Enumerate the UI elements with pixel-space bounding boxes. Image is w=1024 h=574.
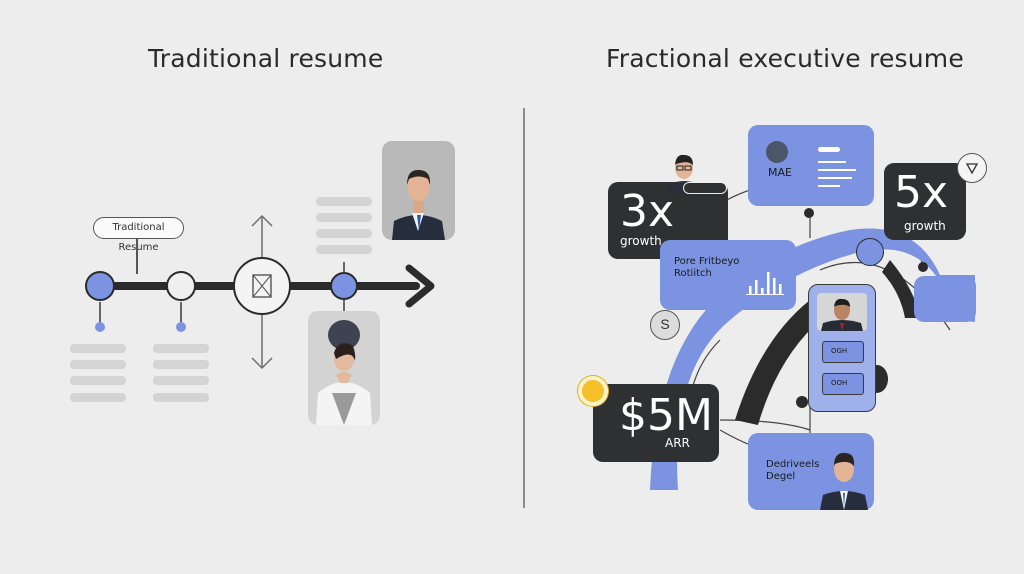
name-tag [683, 182, 727, 194]
metric-card-arr: $5M ARR [593, 384, 719, 462]
document-icon [252, 274, 272, 298]
mini-stat-label: OOH [831, 379, 848, 387]
text-line [818, 161, 846, 163]
pill-connector [136, 238, 138, 274]
portfolio-card: Pore Fritbeyo Rotiitch [660, 240, 796, 310]
person-leader-icon [821, 298, 863, 331]
text-line [818, 169, 856, 171]
node-stem-top [343, 262, 345, 272]
metric-label: growth [904, 219, 946, 233]
text-placeholder-bar [153, 376, 209, 385]
candidate-photo-woman [308, 311, 380, 425]
profile-card-label: MAE [768, 166, 792, 179]
metric-card-5x-growth: 5x growth [884, 163, 966, 240]
text-placeholder-bar [70, 393, 126, 402]
timeline-node-1 [85, 271, 115, 301]
ribbon-node [856, 238, 884, 266]
mini-stat-2: OOH [822, 373, 864, 395]
arrow-right-icon [405, 264, 435, 308]
text-line [818, 185, 840, 187]
portfolio-card-line1: Pore Fritbeyo [674, 256, 740, 267]
text-placeholder-bar [316, 229, 372, 238]
triangle-check-icon [965, 163, 979, 175]
marker-stem-2 [180, 302, 182, 322]
text-placeholder-bar [70, 360, 126, 369]
person-man-icon [392, 169, 445, 240]
timeline-marker-2 [176, 322, 186, 332]
fractional-resume-title: Fractional executive resume [606, 44, 964, 73]
connector-dot [796, 396, 808, 408]
text-placeholder-bar [153, 393, 209, 402]
traditional-resume-title: Traditional resume [148, 44, 384, 73]
text-placeholder-bar [316, 245, 372, 254]
text-placeholder-bar [153, 344, 209, 353]
node-stem-bottom [343, 300, 345, 312]
profile-card-mae: MAE [748, 125, 874, 206]
metric-label: growth [620, 234, 662, 248]
ribbon-end [914, 276, 976, 322]
portfolio-card-line2: Rotiitch [674, 268, 712, 279]
executive-photo-man [382, 141, 455, 240]
marker-stem-1 [99, 302, 101, 322]
connector-dot [804, 208, 814, 218]
mini-stat-label: OGH [831, 347, 848, 355]
metric-label: ARR [665, 436, 690, 450]
center-divider [523, 108, 525, 508]
text-placeholder-bar [316, 213, 372, 222]
check-badge [957, 153, 987, 183]
metric-value: 3x [620, 186, 675, 237]
person-woman-icon [316, 320, 372, 425]
metric-value: $5M [619, 390, 713, 441]
mini-stat-1: OGH [822, 341, 864, 363]
text-line [818, 177, 852, 179]
profile-card-line2: Degel [766, 471, 796, 482]
leader-profile-card: OGH OOH [808, 284, 876, 412]
currency-symbol-badge: S [650, 310, 680, 340]
person-bottom-icon [820, 452, 868, 510]
text-line [818, 147, 840, 152]
profile-card-line1: Dedriveels [766, 459, 820, 470]
timeline-node-4 [330, 272, 358, 300]
bar-chart-icon [746, 272, 784, 295]
avatar [766, 141, 788, 163]
traditional-resume-pill: Traditional Resume [93, 217, 184, 253]
text-placeholder-bar [153, 360, 209, 369]
profile-card-bottom: Dedriveels Degel [748, 433, 874, 510]
timeline-node-2 [166, 271, 196, 301]
highlight-coin [578, 376, 608, 406]
text-placeholder-bar [70, 376, 126, 385]
timeline-marker-1 [95, 322, 105, 332]
connector-dot [918, 262, 928, 272]
text-placeholder-bar [316, 197, 372, 206]
text-placeholder-bar [70, 344, 126, 353]
metric-value: 5x [894, 167, 949, 218]
leader-photo [817, 293, 867, 331]
